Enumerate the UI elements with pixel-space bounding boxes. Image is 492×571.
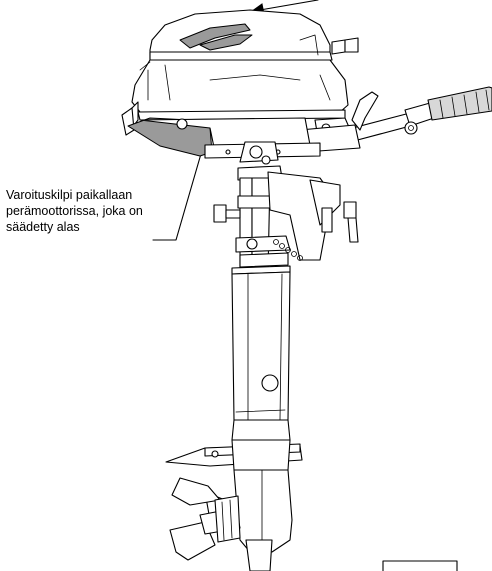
engine-cowling xyxy=(131,9,359,121)
mount-bracket xyxy=(213,141,359,273)
callout-line-3: säädetty alas xyxy=(6,220,80,234)
warning-label-callout: Varoituskilpi paikallaan perämoottorissa… xyxy=(6,187,181,235)
callout-line-2: perämoottorissa, joka on xyxy=(6,204,143,218)
tiller-handle xyxy=(299,86,492,153)
callout-line-1: Varoituskilpi paikallaan xyxy=(6,188,133,202)
gear-housing xyxy=(165,419,303,571)
propeller xyxy=(169,477,241,561)
corner-frame xyxy=(382,560,458,571)
shaft-housing xyxy=(231,265,291,421)
